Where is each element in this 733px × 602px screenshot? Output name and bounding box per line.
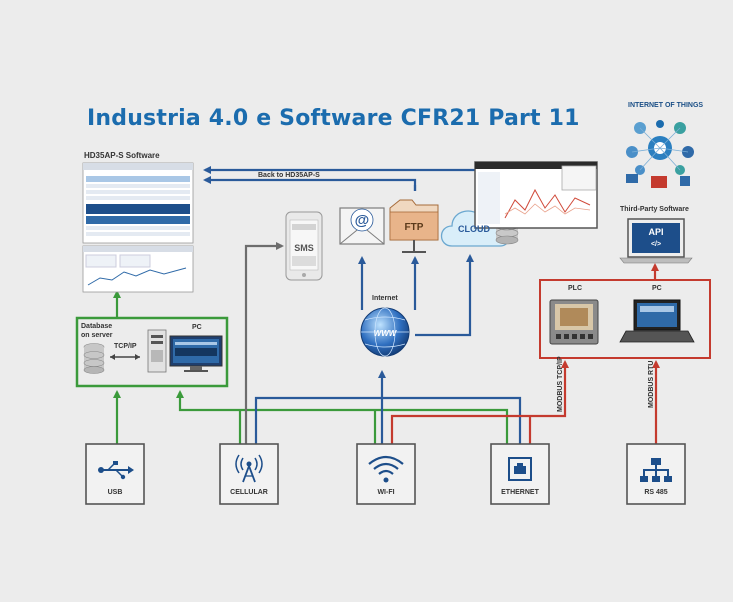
- software-screenshot-top: [82, 162, 194, 244]
- wifi-box: [356, 443, 416, 505]
- pc-monitor-icon: [169, 335, 223, 372]
- software-title: HD35AP-S Software: [84, 151, 160, 160]
- cloud-label: CLOUD: [458, 224, 490, 234]
- ethernet-port-icon: [508, 457, 532, 481]
- green-bus-to-pc: [176, 390, 509, 444]
- back-link-arrow-upper: [203, 176, 417, 191]
- modbus-rtu-label: MODBUS RTU: [648, 361, 655, 408]
- cellular-to-sms-arrow: [244, 242, 284, 444]
- usb-box: [85, 443, 145, 505]
- wifi-label: WI-FI: [377, 489, 395, 496]
- tcpip-label: TCP/IP: [114, 343, 137, 350]
- ethernet-label: ETHERNET: [501, 489, 539, 496]
- modbus-tcp-label: MODBUS TCP/IP: [557, 356, 564, 412]
- database-label: Database on server: [81, 322, 113, 340]
- server-group-frame: [75, 316, 229, 388]
- back-link-label: Back to HD35AP-S: [258, 172, 320, 179]
- sms-label: SMS: [294, 243, 314, 253]
- usb-icon: [98, 461, 134, 480]
- database-label-line2: on server: [81, 332, 113, 339]
- database-label-line1: Database: [81, 323, 113, 330]
- server-pc-label: PC: [192, 324, 202, 331]
- iot-cluster-icon: [626, 120, 694, 188]
- globe-www-label: WWW: [374, 329, 398, 338]
- database-icon: [83, 343, 105, 374]
- email-envelope-icon: [339, 207, 385, 245]
- api-code-label: </>: [651, 241, 661, 248]
- ftp-label: FTP: [405, 222, 424, 233]
- blue-bus: [254, 396, 522, 444]
- plc-laptop-icon: [619, 299, 695, 343]
- plc-group-frame: [539, 279, 711, 359]
- api-label: API: [648, 227, 663, 237]
- smartphone-icon: [285, 211, 323, 281]
- email-at-label: @: [355, 212, 370, 229]
- plc-label: PLC: [568, 285, 582, 292]
- ethernet-box: [490, 443, 550, 505]
- wifi-icon: [368, 455, 404, 483]
- rs485-box: [626, 443, 686, 505]
- page-title: Industria 4.0 e Software CFR21 Part 11: [87, 106, 580, 131]
- cellular-antenna-icon: [235, 454, 263, 483]
- internet-to-cloud-arrow: [415, 254, 474, 337]
- cellular-label: CELLULAR: [230, 489, 268, 496]
- modbus-tcp-arrow: [390, 360, 569, 444]
- iot-title: INTERNET OF THINGS: [628, 102, 704, 109]
- software-screenshot-bottom: [82, 245, 194, 293]
- rs485-network-icon: [640, 458, 672, 482]
- api-laptop-icon: [619, 218, 693, 264]
- plc-panel-icon: [549, 299, 599, 345]
- internet-globe-icon: [360, 307, 410, 357]
- internet-label: Internet: [372, 295, 398, 302]
- usb-label: USB: [107, 489, 123, 496]
- cellular-box: [219, 443, 279, 505]
- ftp-folder-icon: [389, 199, 439, 253]
- cloud-dashboard-screenshot: [474, 161, 598, 229]
- third-party-title: Third-Party Software: [620, 206, 689, 213]
- pc-tower-icon: [147, 329, 167, 373]
- rs485-label: RS 485: [644, 489, 668, 496]
- plc-pc-label: PC: [652, 285, 662, 292]
